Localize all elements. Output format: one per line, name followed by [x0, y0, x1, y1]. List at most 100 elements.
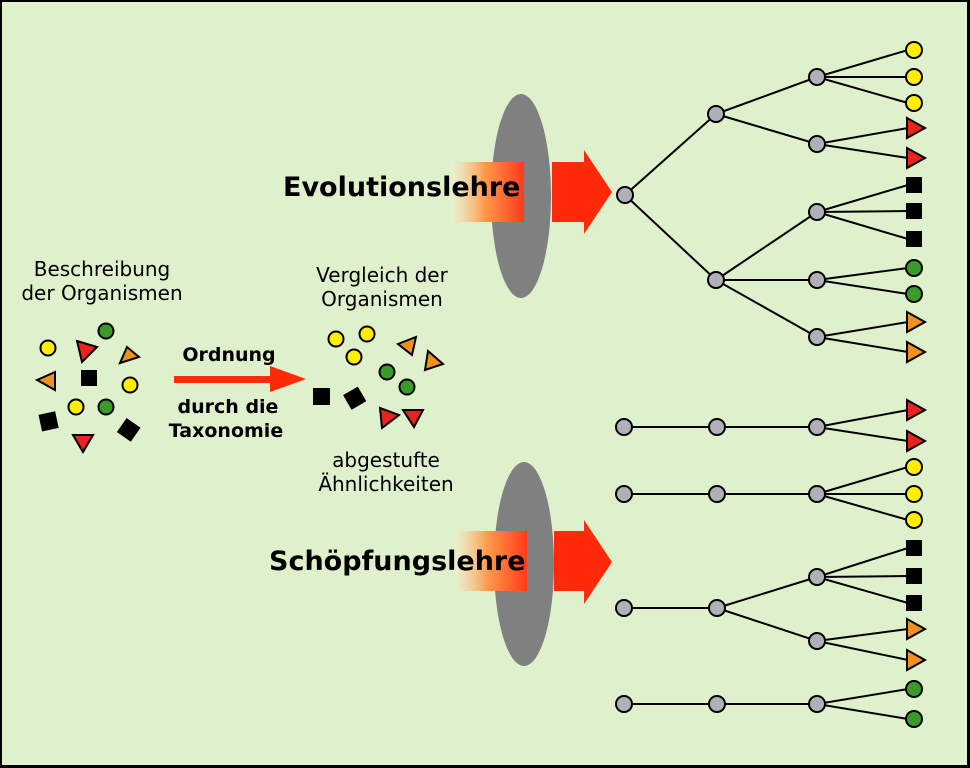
lineage-node [615, 485, 633, 503]
creation-lineages [615, 398, 928, 728]
lineage-node [808, 568, 826, 586]
branch-line [816, 267, 909, 281]
evolution-arrow-shaft [452, 162, 524, 222]
evolution-arrow-body [552, 162, 586, 222]
orange-triangle-organism [906, 648, 928, 672]
branch-line [816, 336, 909, 353]
lineage-node [808, 135, 826, 153]
green-circle-organism [905, 259, 923, 277]
yellow-circle-organism [39, 339, 57, 357]
branch-line [816, 279, 909, 295]
branch-line [816, 210, 909, 213]
lineage-node [708, 695, 726, 713]
taxonomie-label: Taxonomie [169, 420, 283, 442]
branch-line [816, 127, 909, 145]
green-circle-organism [97, 322, 115, 340]
yellow-circle-organism [905, 41, 923, 59]
branch-line [816, 493, 909, 521]
unordered-organisms [34, 322, 142, 454]
red-triangle-organism [401, 409, 425, 429]
green-circle-organism [905, 680, 923, 698]
branch-line [816, 184, 909, 213]
yellow-circle-organism [67, 398, 85, 416]
lineage-node [615, 695, 633, 713]
branch-line [816, 409, 909, 428]
black-square-organism [313, 388, 330, 405]
evolution-tree [616, 41, 928, 364]
creation-arrow-shaft [455, 531, 527, 591]
similarities-label: Ähnlichkeiten [318, 472, 453, 496]
green-circle-organism [378, 363, 396, 381]
branch-line [715, 113, 818, 145]
lineage-node [808, 271, 826, 289]
branch-line [816, 321, 909, 338]
branch-line [816, 576, 909, 604]
yellow-circle-organism [905, 485, 923, 503]
lineage-node [615, 418, 633, 436]
red-triangle-organism [71, 434, 95, 454]
branch-line [624, 113, 717, 196]
black-square-organism [38, 411, 59, 432]
branch-line [715, 279, 818, 338]
branch-line [816, 211, 909, 240]
branch-line [716, 607, 818, 642]
branch-line [624, 194, 717, 281]
yellow-circle-organism [905, 458, 923, 476]
description-label-line2: der Organismen [21, 281, 182, 305]
yellow-circle-organism [905, 511, 923, 529]
branch-line [715, 76, 818, 115]
creation-arrow-head [584, 520, 612, 604]
orange-triangle-organism [906, 310, 928, 334]
black-square-organism [906, 177, 922, 193]
green-circle-organism [97, 398, 115, 416]
orange-triangle-organism [118, 345, 142, 365]
lineage-node [808, 203, 826, 221]
yellow-circle-organism [121, 376, 139, 394]
lineage-node [808, 632, 826, 650]
black-square-organism [906, 203, 922, 219]
branch-line [816, 426, 909, 442]
lineage-node [808, 68, 826, 86]
red-triangle-organism [906, 116, 928, 140]
evolution-lens-group: Evolutionslehre [283, 94, 612, 298]
black-square-organism [81, 370, 97, 386]
black-square-organism [906, 231, 922, 247]
description-label-line1: Beschreibung [34, 257, 171, 281]
orange-triangle-organism [34, 370, 56, 392]
black-square-organism [343, 386, 367, 410]
branch-line [816, 547, 909, 578]
creation-label: Schöpfungslehre [269, 546, 526, 577]
yellow-circle-organism [905, 94, 923, 112]
lineage-node [808, 328, 826, 346]
branch-line [816, 466, 909, 495]
evolution-label: Evolutionslehre [283, 172, 521, 203]
lineage-node [808, 485, 826, 503]
branch-line [816, 688, 909, 705]
durch-die-label: durch die [178, 396, 279, 418]
red-triangle-organism [906, 146, 928, 170]
taxonomy-arrow [174, 366, 306, 392]
lineage-node [707, 105, 725, 123]
branch-line [816, 76, 909, 104]
branch-line [816, 640, 909, 661]
comparison-label-line1: Vergleich der [316, 263, 448, 287]
lineage-node [707, 271, 725, 289]
lineage-node [708, 485, 726, 503]
orange-triangle-organism [906, 617, 928, 641]
lineage-node [808, 695, 826, 713]
evolution-arrow-head [584, 150, 612, 234]
lineage-node [615, 599, 633, 617]
red-triangle-organism [906, 429, 928, 453]
compared-organisms [313, 325, 445, 430]
yellow-circle-organism [345, 348, 363, 366]
red-triangle-organism [378, 406, 402, 430]
black-square-organism [906, 540, 922, 556]
creation-arrow-body [554, 531, 586, 591]
branch-line [716, 576, 818, 609]
lineage-node [708, 418, 726, 436]
comparison-label-line2: Organismen [321, 287, 443, 311]
lineage-node [708, 599, 726, 617]
red-triangle-organism [906, 398, 928, 422]
